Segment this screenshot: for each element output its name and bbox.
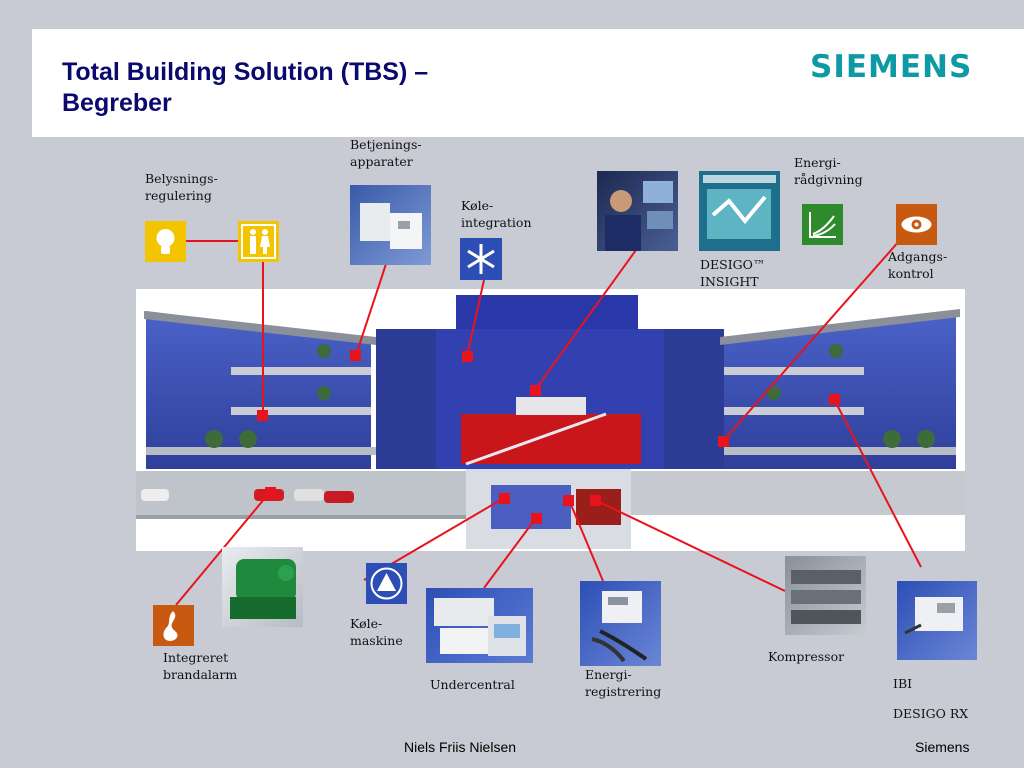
marker-undercentral: [531, 513, 542, 524]
marker-betjening: [350, 350, 361, 361]
energimaaler-photo: [580, 581, 661, 666]
slide-header: Total Building Solution (TBS) – Begreber…: [32, 29, 1024, 137]
kompressor-photo: [785, 556, 866, 635]
label-koele-maskine: Køle- maskine: [350, 616, 403, 648]
marker-kompressor: [590, 495, 601, 506]
label-integreret-brandalarm: Integreret brandalarm: [163, 650, 238, 682]
marker-brand: [265, 487, 276, 498]
snowflake-icon: [460, 238, 502, 280]
siemens-logo: SIEMENS: [810, 49, 973, 85]
energy-curve-icon: [802, 204, 843, 245]
marker-ibi: [829, 394, 840, 405]
operator-photo: [597, 171, 678, 251]
fire-system-photo: [222, 547, 303, 627]
persons-icon: [238, 221, 279, 262]
label-adgangskontrol: Adgangs- kontrol: [888, 249, 948, 281]
marker-desigo: [530, 385, 541, 396]
marker-belysning: [257, 410, 268, 421]
label-belysningsregulering: Belysnings- regulering: [145, 171, 218, 203]
footer-company: Siemens: [915, 739, 970, 755]
label-ibi: IBI: [893, 676, 913, 691]
label-betjeningsapparater: Betjenings- apparater: [350, 137, 422, 169]
label-desigo-insight: DESIGO™ INSIGHT: [700, 257, 766, 289]
marker-koele-integration: [462, 351, 473, 362]
betjeningsapparater-photo: [350, 185, 431, 265]
slide-title: Total Building Solution (TBS) – Begreber: [62, 57, 428, 119]
marker-energi-reg: [563, 495, 574, 506]
label-desigo-rx: DESIGO RX: [893, 706, 969, 721]
ibi-desigo-rx-photo: [897, 581, 977, 660]
light-bulb-icon: [145, 221, 186, 262]
eye-icon: [896, 204, 937, 245]
undercentral-photo: [426, 588, 533, 663]
slide-title-line1: Total Building Solution (TBS) –: [62, 58, 429, 86]
label-koele-integration: Køle- integration: [461, 198, 532, 230]
marker-adgang: [718, 436, 729, 447]
label-energiraadgivning: Energi- rådgivning: [794, 155, 863, 187]
marker-koele-maskine: [499, 493, 510, 504]
desigo-insight-screenshot: [699, 171, 780, 251]
slide-title-line2: Begreber: [62, 89, 172, 117]
building-illustration: [136, 289, 965, 551]
footer-author: Niels Friis Nielsen: [404, 739, 517, 755]
triangle-warning-icon: [366, 563, 407, 604]
flame-icon: [153, 605, 194, 646]
label-undercentral: Undercentral: [430, 677, 515, 692]
label-energiregistrering: Energi- registrering: [585, 667, 662, 699]
label-kompressor: Kompressor: [768, 649, 845, 664]
